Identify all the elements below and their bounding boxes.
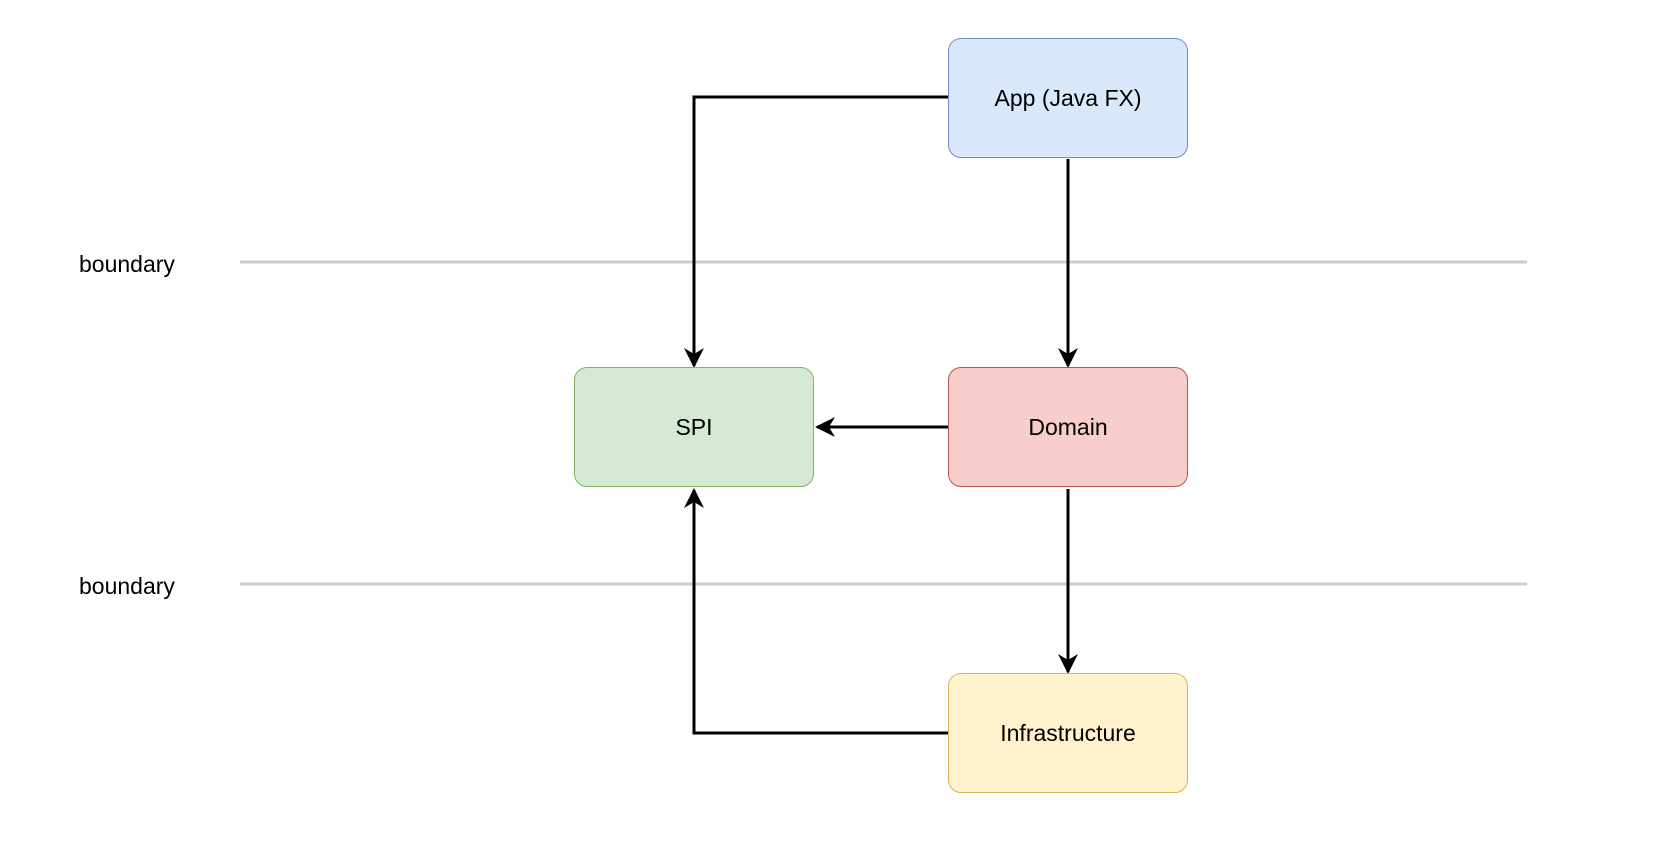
- boundary-label-upper: boundary: [79, 251, 175, 277]
- node-app-label: App (Java FX): [994, 84, 1142, 111]
- node-infrastructure[interactable]: Infrastructure: [948, 673, 1188, 793]
- node-domain[interactable]: Domain: [948, 367, 1188, 487]
- node-spi[interactable]: SPI: [574, 367, 814, 487]
- node-domain-label: Domain: [1028, 413, 1108, 440]
- node-app-java-fx[interactable]: App (Java FX): [948, 38, 1188, 158]
- node-infrastructure-label: Infrastructure: [1000, 719, 1136, 746]
- node-spi-label: SPI: [675, 413, 713, 440]
- edge-app-to-spi: [684, 95, 948, 368]
- edge-infrastructure-to-spi: [684, 488, 948, 735]
- boundary-label-lower: boundary: [79, 573, 175, 599]
